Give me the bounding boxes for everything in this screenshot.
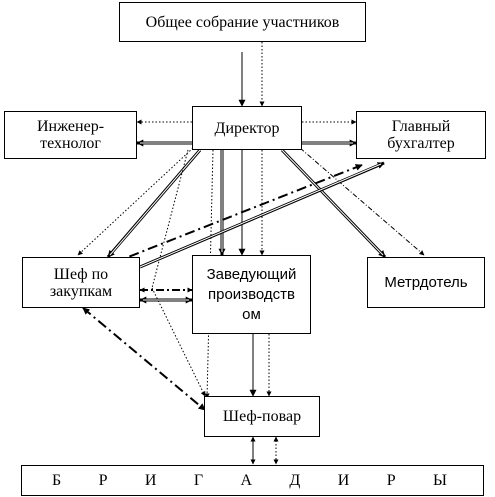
brigade-letter: Ы [432,471,447,489]
brigade-letter: А [240,471,253,489]
node-accountant-label: Главный бухгалтер [387,118,455,152]
node-purchasing-label: Шеф по закупкам [49,265,113,300]
brigade-letter: И [337,471,350,489]
node-assembly: Общее собрание участников [119,2,366,42]
brigade-letter: Г [193,471,204,489]
brigade-letter: И [144,471,157,489]
node-production-label: Заведующий производств ом [206,265,297,323]
edge-director-purchasing-dotted [77,147,194,256]
brigade-letter: Р [98,471,108,489]
edge-director-chef-dotted-2 [151,149,189,289]
brigade-letter: Д [289,471,301,489]
node-purchasing: Шеф по закупкам [22,257,140,308]
node-accountant: Главный бухгалтер [356,111,486,159]
node-maitre-label: Метрдотель [384,273,468,291]
node-engineer-label: Инженер- технолог [36,118,105,152]
node-director-label: Директор [214,119,280,137]
node-maitre: Метрдотель [367,257,485,308]
node-director: Директор [192,106,302,150]
node-chef: Шеф-повар [204,396,320,437]
node-production: Заведующий производств ом [192,255,311,334]
brigade-letter: Р [386,471,396,489]
node-chef-label: Шеф-повар [222,408,302,425]
edge-director-chef-dotted [204,149,214,399]
edge-director-maitre-dotted [299,147,425,256]
node-brigade: Б Р И Г А Д И Р Ы [21,465,484,496]
node-assembly-label: Общее собрание участников [145,13,340,31]
node-engineer: Инженер- технолог [4,111,137,159]
brigade-letter: Б [52,471,62,489]
edge-accountant-purchasing-dashdot [112,164,363,264]
edge-purchasing-chef-dashdot [82,307,206,411]
